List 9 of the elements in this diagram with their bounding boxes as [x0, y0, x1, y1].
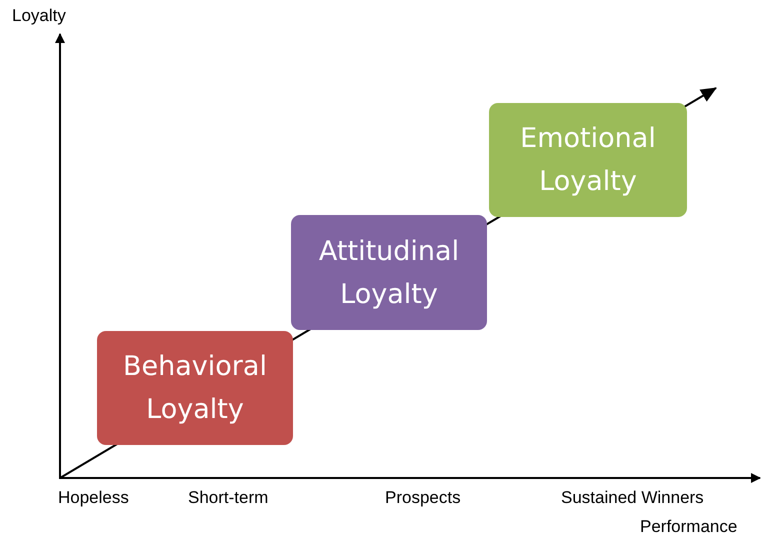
axis-tick-label: Short-term — [188, 488, 268, 508]
stage-box: Behavioral Loyalty — [97, 331, 293, 445]
axis-tick-label: Prospects — [385, 488, 461, 508]
axis-title: Performance — [640, 517, 738, 537]
axis-tick-label: Hopeless — [58, 488, 129, 508]
stage-box: Attitudinal Loyalty — [291, 215, 487, 330]
stage-box: Emotional Loyalty — [489, 103, 687, 217]
axis-tick-label: Sustained Winners — [561, 488, 704, 508]
axis-title: Loyalty — [12, 6, 66, 26]
